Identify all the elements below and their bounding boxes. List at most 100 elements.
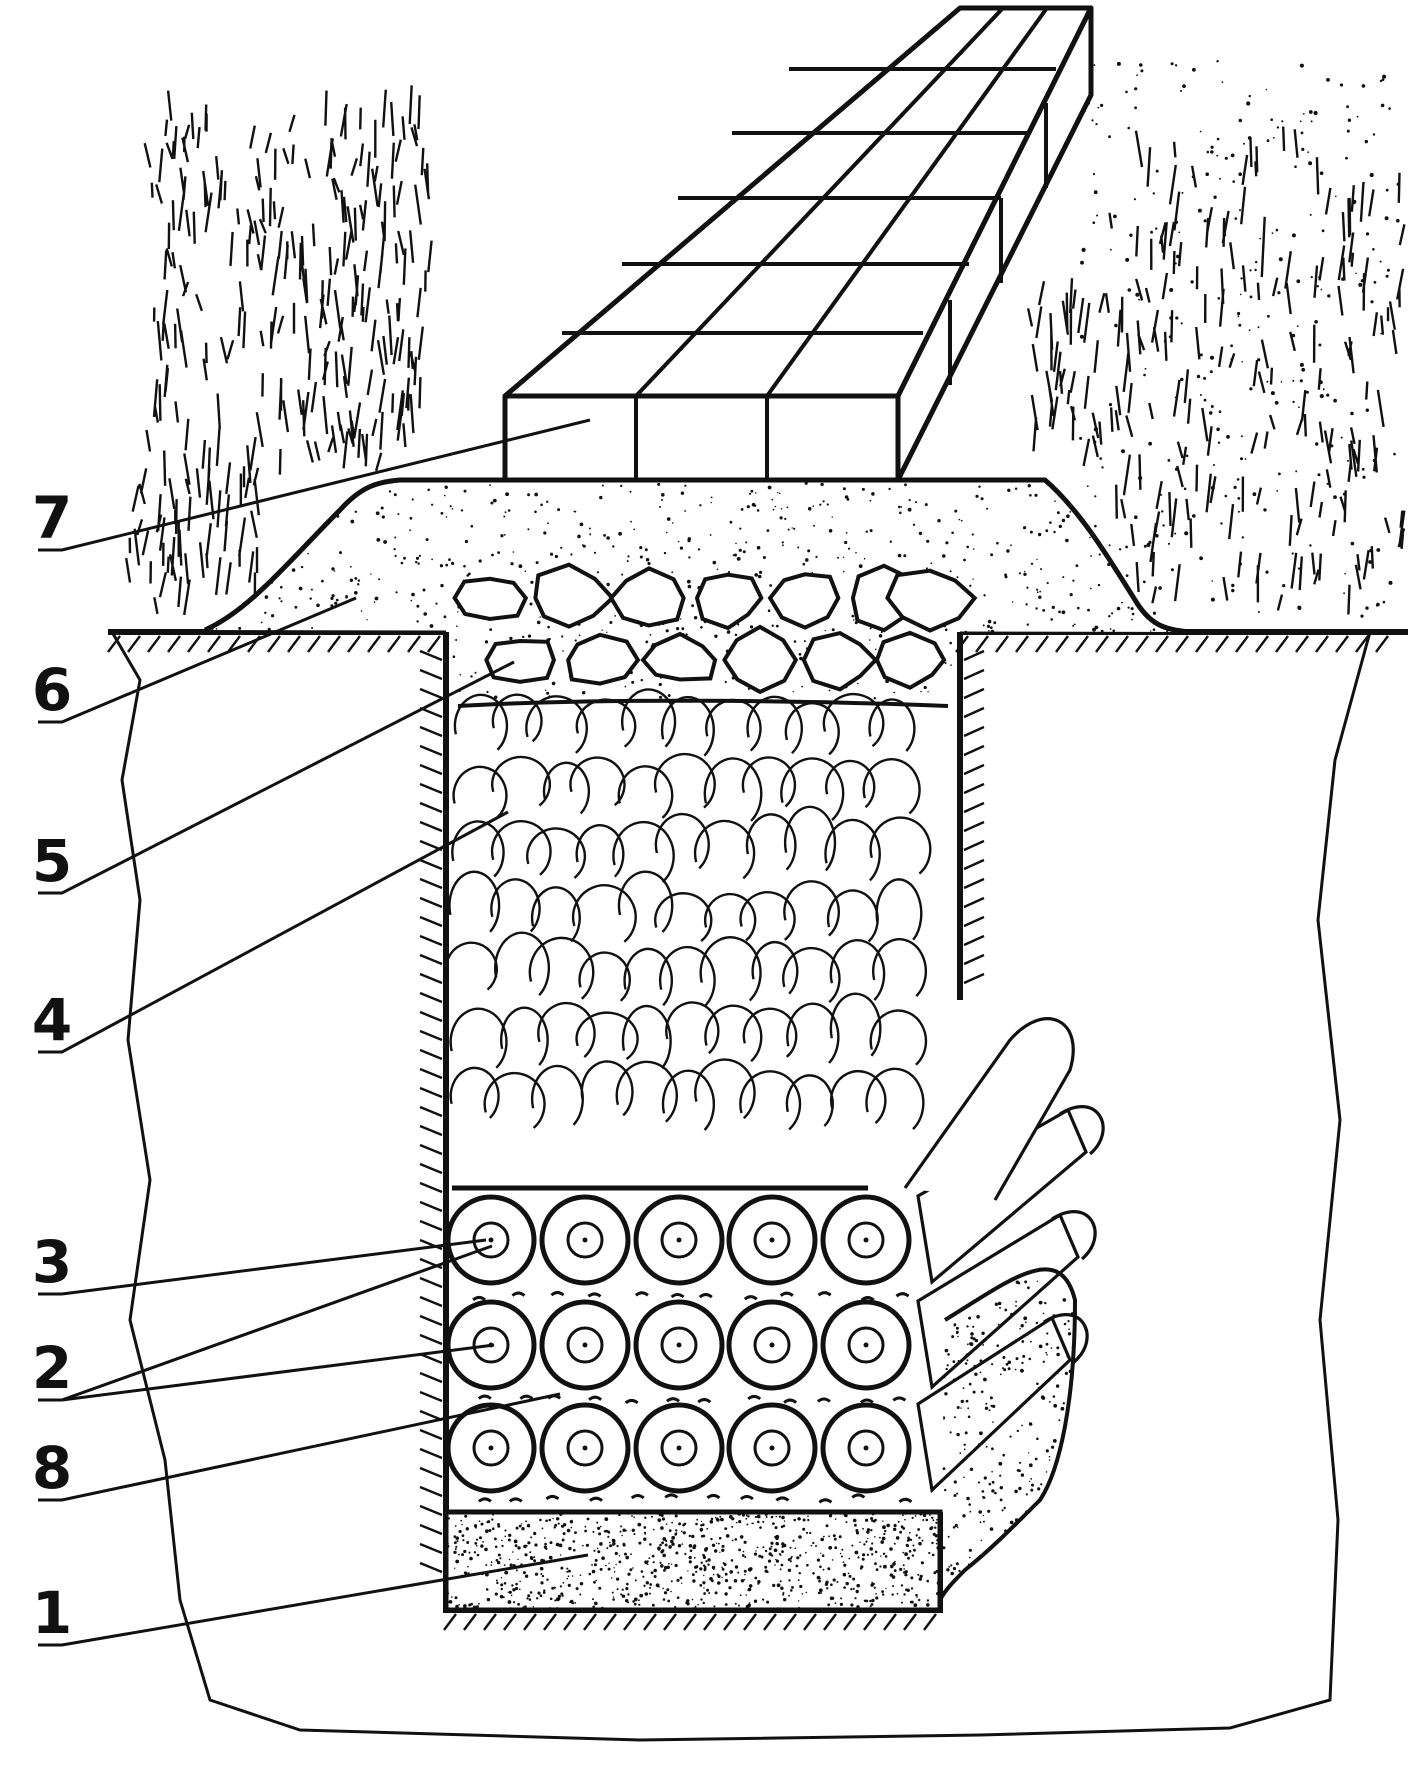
grass-dot [1167,459,1171,462]
mound-dot [1082,664,1086,668]
mound-dot [562,650,564,652]
soil-dot [962,1387,965,1390]
sand-dot [892,1608,895,1610]
crushed-stone [767,572,841,630]
mound-dot [463,564,466,568]
soil-dot [1010,1312,1014,1316]
soil-dot [1061,1343,1065,1347]
mound-dot [1064,690,1068,693]
sand-dot [517,1546,521,1550]
grass-dot [1216,137,1220,141]
grass-dot [1361,84,1366,88]
mound-dot [546,500,549,503]
mound-dot [748,492,752,495]
soil-dot [978,1510,982,1514]
sand-dot [717,1581,721,1585]
mound-dot [561,635,564,638]
grass-dot [1154,530,1157,533]
soil-dot [982,1344,985,1346]
soil-dot [967,1415,971,1419]
grass-dot [1326,393,1330,397]
soil-dot [1052,1596,1055,1599]
mound-dot [1023,526,1027,530]
soil-dot [956,1432,960,1437]
sand-dot [859,1541,861,1543]
sand-dot [455,1559,460,1564]
grass-dot [1108,403,1113,407]
mound-dot [582,691,586,695]
mound-dot [759,570,763,574]
sand-dot [566,1577,568,1580]
grass-dot [1380,332,1382,335]
sand-dot [895,1536,900,1540]
mound-dot [1091,694,1094,697]
mound-dot [1116,672,1119,676]
mound-dot [238,522,241,524]
grass-dot [1094,524,1097,528]
mound-dot [802,562,806,566]
soil-dot [991,1470,993,1473]
sand-dot [500,1587,503,1591]
sand-dot [870,1529,873,1532]
sand-dot [728,1586,732,1590]
grass-dot [1190,280,1194,284]
soil-dot [948,1566,950,1568]
sand-dot [695,1522,698,1526]
sand-dot [609,1541,611,1544]
mound-dot [661,493,665,497]
sand-dot [779,1568,782,1571]
soil-dot [1053,1403,1058,1408]
mound-dot [1028,643,1032,647]
soil-dot [1030,1478,1033,1480]
sand-dot [588,1572,592,1576]
sand-dot [901,1601,903,1604]
mound-dot [1054,657,1058,661]
mound-dot [1051,693,1055,697]
soil-dot [1072,1318,1075,1321]
callout-labels: 7 6 5 4 3 2 8 1 [32,484,72,1647]
sand-dot [504,1535,507,1538]
sand-dot [548,1555,553,1560]
sand-dot [650,1512,652,1515]
sand-dot [757,1520,760,1524]
soil-dot [1050,1347,1053,1349]
soil-dot [967,1407,970,1410]
sand-dot [700,1520,703,1523]
mound-dot [429,624,434,628]
sand-dot [778,1515,782,1518]
mound-dot [1061,610,1066,615]
sand-dot [856,1605,860,1609]
sand-dot [821,1554,825,1557]
mound-dot [1187,621,1190,625]
mound-dot [824,629,826,632]
mound-dot [267,627,271,632]
sand-dot [724,1527,728,1530]
mound-dot [903,554,907,558]
mound-dot [1188,599,1190,602]
mound-dot [309,597,312,600]
mound-dot [366,619,368,621]
grass-dot [1240,435,1243,438]
sand-dot [914,1515,917,1517]
grass-dot [1210,485,1215,490]
mound-dot [807,549,811,553]
sand-dot [911,1554,915,1557]
mound-dot [276,483,279,486]
mound-dot [813,524,816,527]
sand-dot [719,1518,723,1521]
mound-dot [205,637,208,640]
soil-dot [972,1337,976,1341]
sand-dot [566,1570,569,1573]
soil-dot [974,1372,978,1377]
sand-dot [855,1589,859,1594]
sand-dot [447,1542,449,1545]
mound-dot [335,598,339,602]
mound-dot [1126,649,1129,653]
soil-dot [994,1491,997,1495]
sand-dot [862,1553,866,1557]
grass-dot [1385,188,1389,192]
sand-dot [494,1592,498,1596]
sand-dot [660,1514,664,1517]
soil-dot [1020,1563,1023,1566]
